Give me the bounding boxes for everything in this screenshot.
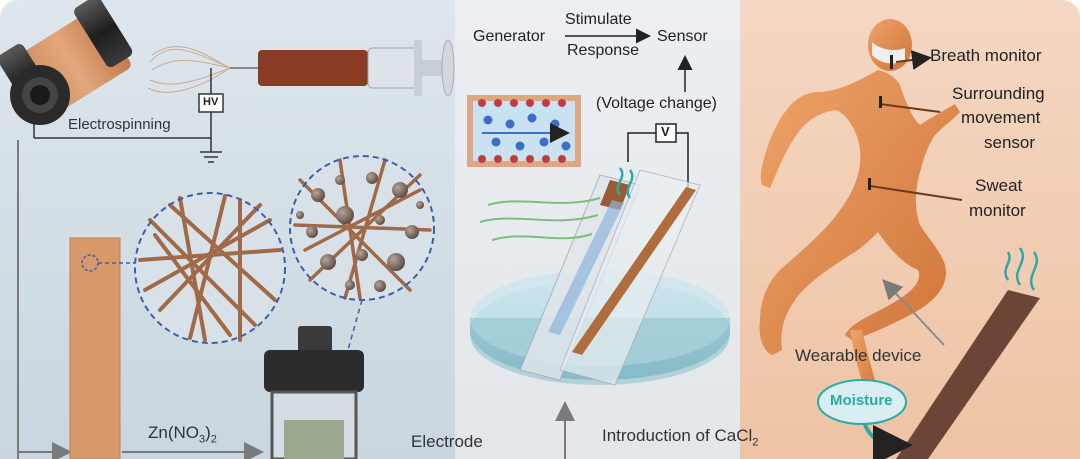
sensor-device bbox=[519, 169, 701, 386]
mask-icon bbox=[872, 42, 905, 69]
surrounding-label-line3: sensor bbox=[984, 133, 1036, 152]
process-flow-line bbox=[17, 140, 264, 459]
magnified-fibers-view bbox=[134, 192, 286, 344]
vapor-icon-right bbox=[1004, 247, 1039, 291]
zn-nitrate-sub-3: 3 bbox=[199, 433, 206, 446]
voltage-change-label: (Voltage change) bbox=[596, 95, 717, 112]
generator-sensor-arrows bbox=[565, 28, 693, 92]
moisture-label: Moisture bbox=[830, 392, 893, 409]
generator-label: Generator bbox=[473, 28, 546, 45]
surrounding-label-line2: movement bbox=[961, 108, 1041, 127]
wearable-strip bbox=[896, 290, 1040, 459]
airflow-lines bbox=[479, 197, 601, 241]
sweat-label-line2: monitor bbox=[969, 201, 1026, 220]
sensor-label: Sensor bbox=[657, 28, 708, 45]
ion-schematic bbox=[467, 95, 581, 167]
chest-sensor-mark bbox=[879, 96, 882, 108]
moisture-cloud bbox=[817, 379, 913, 459]
zn-nitrate-label: Zn(NO3)2 bbox=[148, 423, 217, 445]
wearable-device-label: Wearable device bbox=[795, 346, 922, 365]
breath-monitor-label: Breath monitor bbox=[930, 46, 1042, 65]
runner-figure bbox=[759, 19, 960, 400]
zn-nitrate-close: ) bbox=[205, 423, 211, 442]
voltmeter-circuit bbox=[627, 123, 689, 190]
spinning-fibers bbox=[147, 46, 231, 93]
syringe bbox=[230, 39, 455, 97]
zn-nitrate-sub-2: 2 bbox=[210, 433, 217, 446]
collector-drum bbox=[0, 0, 133, 125]
sweat-label-line1: Sweat bbox=[975, 176, 1023, 195]
reaction-vessel bbox=[264, 326, 364, 459]
magnified-particles-view bbox=[289, 155, 435, 451]
response-label: Response bbox=[567, 42, 640, 59]
hv-circuit bbox=[33, 68, 224, 163]
surrounding-label-line1: Surrounding bbox=[952, 84, 1045, 103]
stimulate-label: Stimulate bbox=[565, 11, 632, 28]
zn-nitrate-text: Zn(NO bbox=[148, 423, 199, 442]
wearable-pointer-arrow bbox=[882, 279, 945, 346]
sensor-pointers bbox=[869, 50, 963, 201]
electrode-label: Electrode bbox=[411, 432, 483, 451]
cacl2-label: Introduction of CaCl2 bbox=[602, 426, 758, 448]
cacl2-sub: 2 bbox=[752, 436, 759, 449]
fiber-mat-strip bbox=[69, 237, 136, 459]
hv-label: HV bbox=[203, 96, 219, 108]
vapor-icon-middle bbox=[616, 167, 634, 199]
electrospinning-label: Electrospinning bbox=[68, 116, 171, 133]
hip-sensor-mark bbox=[868, 178, 871, 190]
cacl2-text: Introduction of CaCl bbox=[602, 426, 753, 445]
voltmeter-label: V bbox=[661, 124, 670, 139]
